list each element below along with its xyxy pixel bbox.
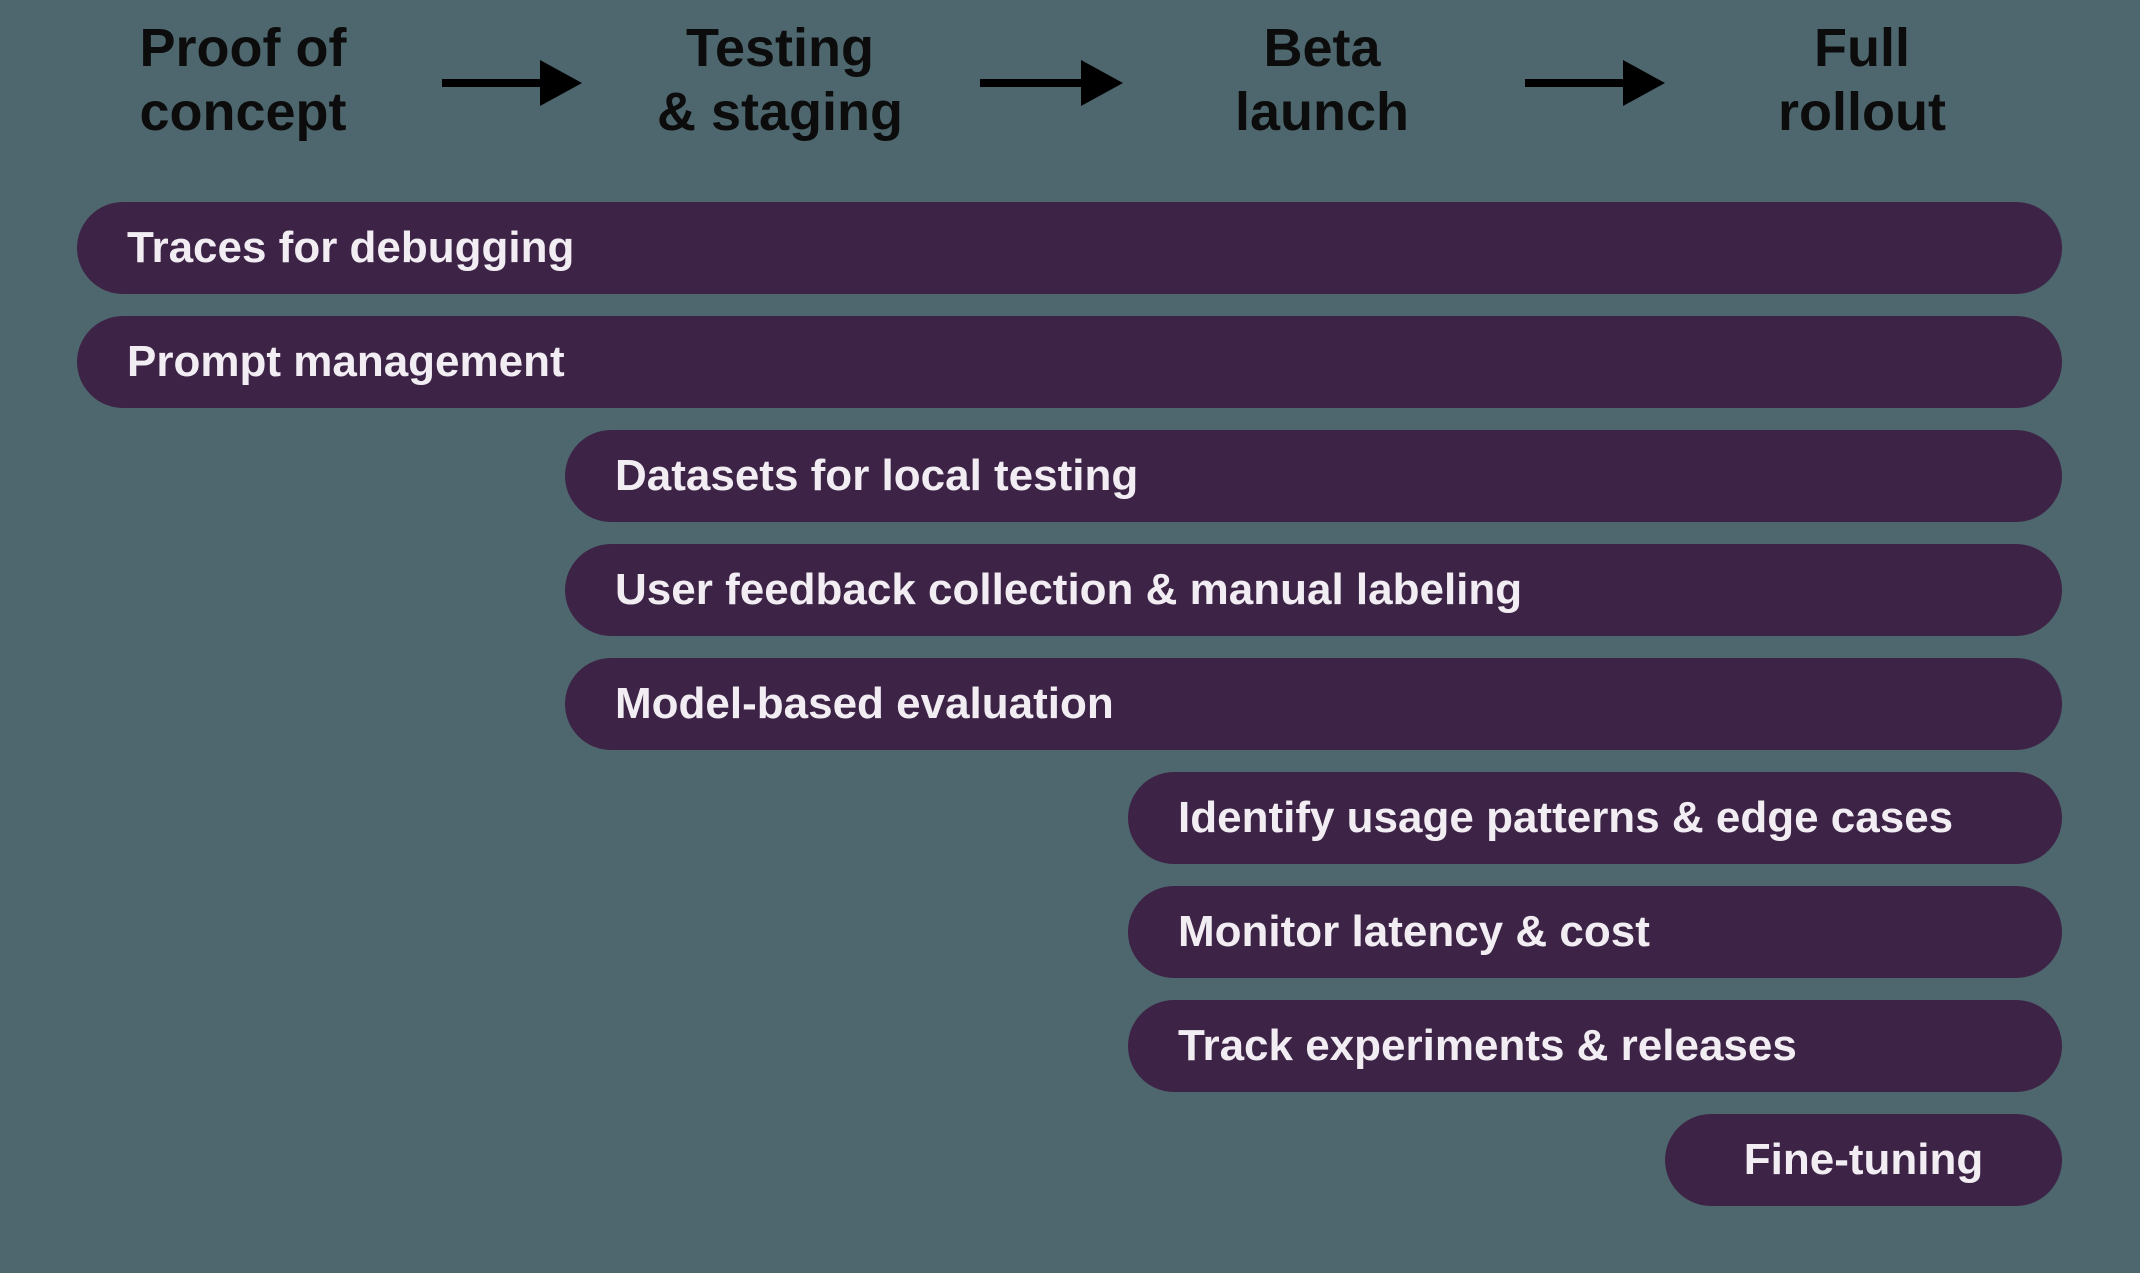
phase-header-line: concept [139, 82, 347, 142]
bar-fine-tuning: Fine-tuning [1665, 1114, 2062, 1206]
bar-label: Monitor latency & cost [1178, 907, 1650, 956]
bar-prompt-management: Prompt management [77, 316, 2062, 408]
phase-header-line: rollout [1778, 82, 1946, 142]
phase-header-line: Beta [1263, 18, 1381, 78]
bar-identify-usage-patterns: Identify usage patterns & edge cases [1128, 772, 2062, 864]
arrow-right-icon [442, 60, 582, 106]
phase-header-proof-of-concept: Proof of concept [139, 16, 346, 144]
bar-label: Traces for debugging [127, 223, 575, 272]
phase-header-line: Testing [685, 18, 874, 78]
bar-label: Datasets for local testing [615, 451, 1139, 500]
arrow-right-icon [980, 60, 1123, 106]
phase-header-line: Full [1814, 18, 1910, 78]
phase-header-line: Proof of [139, 18, 347, 78]
bar-label: Track experiments & releases [1178, 1021, 1797, 1070]
bar-label: Prompt management [127, 337, 565, 386]
phase-header-line: & staging [656, 82, 904, 142]
bar-track-experiments-releases: Track experiments & releases [1128, 1000, 2062, 1092]
bar-user-feedback-collection: User feedback collection & manual labeli… [565, 544, 2062, 636]
bar-model-based-evaluation: Model-based evaluation [565, 658, 2062, 750]
phase-header-full-rollout: Full rollout [1778, 16, 1946, 144]
arrow-right-icon [1525, 60, 1665, 106]
bar-label: Fine-tuning [1743, 1135, 1984, 1184]
bar-label: Model-based evaluation [615, 679, 1114, 728]
phase-header-testing-staging: Testing & staging [657, 16, 903, 144]
bar-monitor-latency-cost: Monitor latency & cost [1128, 886, 2062, 978]
bar-datasets-for-local-testing: Datasets for local testing [565, 430, 2062, 522]
bar-label: User feedback collection & manual labeli… [615, 565, 1523, 614]
phase-header-beta-launch: Beta launch [1235, 16, 1409, 144]
bar-label: Identify usage patterns & edge cases [1178, 793, 1954, 842]
bar-traces-for-debugging: Traces for debugging [77, 202, 2062, 294]
phase-header-line: launch [1234, 82, 1410, 142]
